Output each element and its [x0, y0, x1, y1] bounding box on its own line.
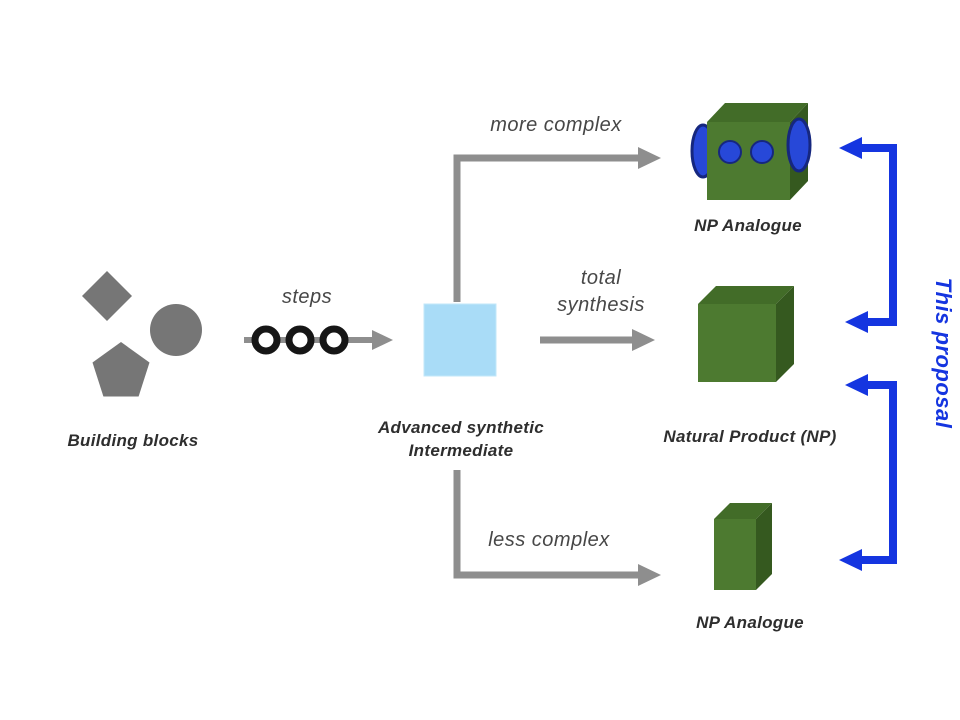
robot-eye-right	[750, 140, 774, 164]
natural-product-label: Natural Product (NP)	[663, 427, 836, 446]
np-analogue-bottom-label: NP Analogue	[696, 613, 804, 632]
building-blocks-group: Building blocks	[67, 271, 202, 450]
more-complex-arrow-line	[453, 154, 638, 302]
step-ring-3	[319, 325, 349, 355]
total-synthesis-label-line2: synthesis	[557, 294, 645, 316]
proposal-arrowhead-2	[845, 311, 868, 333]
less-complex-arrowhead	[638, 564, 661, 586]
total-synthesis-label-line1: total	[581, 267, 621, 289]
intermediate-label-line1: Advanced synthetic	[377, 418, 544, 437]
step-ring-1	[251, 325, 281, 355]
building-block-circle	[150, 304, 202, 356]
steps-arrow-group: steps	[244, 286, 393, 355]
np-cube-top-face	[698, 286, 794, 304]
proposal-arrowhead-4	[839, 549, 862, 571]
less-complex-label: less complex	[488, 529, 610, 551]
robot-right-ear	[786, 117, 812, 173]
steps-label: steps	[282, 286, 332, 308]
steps-arrowhead	[372, 330, 393, 350]
intermediate-square	[423, 303, 497, 377]
building-block-pentagon	[92, 342, 150, 397]
proposal-bracket-top	[860, 144, 897, 326]
robot-cube-front-face	[707, 122, 790, 200]
np-analogue-top-label: NP Analogue	[694, 216, 802, 235]
more-complex-arrowhead	[638, 147, 661, 169]
np-cube-side-face	[776, 286, 794, 382]
small-cuboid-top-face	[714, 503, 772, 519]
np-analogue-top-group: NP Analogue	[690, 103, 812, 235]
proposal-label: This proposal	[931, 278, 956, 429]
less-complex-arrow-line	[453, 470, 638, 579]
more-complex-label: more complex	[490, 114, 622, 136]
proposal-bracket-group: This proposal	[839, 137, 956, 571]
natural-product-group: Natural Product (NP)	[663, 286, 836, 446]
intermediate-group: Advanced synthetic Intermediate	[377, 303, 544, 460]
robot-eye-left	[718, 140, 742, 164]
np-cube-front-face	[698, 304, 776, 382]
robot-cube-top-face	[707, 103, 808, 122]
building-blocks-label: Building blocks	[67, 431, 198, 450]
branch-arrows-group: more complex total synthesis less comple…	[453, 114, 661, 586]
intermediate-label-line2: Intermediate	[409, 441, 514, 460]
proposal-bracket-bottom	[860, 381, 897, 564]
proposal-arrowhead-3	[845, 374, 868, 396]
proposal-arrowhead-1	[839, 137, 862, 159]
np-analogue-bottom-group: NP Analogue	[696, 503, 804, 632]
building-block-diamond	[82, 271, 132, 321]
small-cuboid-front-face	[714, 519, 756, 590]
small-cuboid-side-face	[756, 503, 772, 590]
total-synthesis-arrowhead	[632, 329, 655, 351]
step-ring-2	[285, 325, 315, 355]
